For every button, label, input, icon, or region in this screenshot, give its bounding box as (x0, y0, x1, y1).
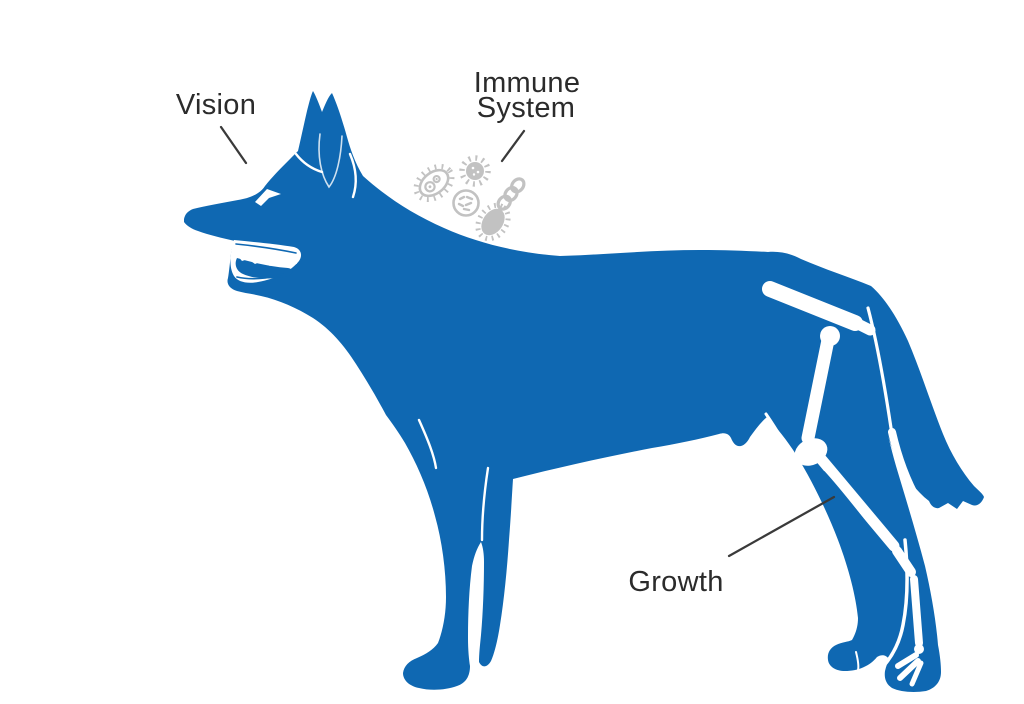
toe-bone (909, 660, 924, 687)
immune-system-label: Immune System (474, 67, 581, 124)
hock-bone (892, 546, 916, 577)
dog-silhouette (184, 91, 984, 692)
bacteria-chain-icon (496, 177, 526, 211)
vision-pointer-line (219, 125, 248, 165)
fibula-line (823, 471, 889, 552)
toe-bone (895, 652, 919, 669)
growth-pointer-line (727, 495, 836, 558)
pelvis-bone (762, 281, 863, 331)
hind-leg-front-seam (764, 412, 855, 629)
upper-lip-line (235, 243, 297, 254)
growth-label: Growth (628, 566, 723, 598)
immune-system-icons (413, 155, 526, 242)
front-legs-seam (480, 466, 490, 542)
tail-thigh-seam (866, 306, 893, 430)
dog-nose-icon (186, 227, 197, 237)
ankle-joint (914, 644, 924, 654)
immune-system-label-line2: System (477, 92, 576, 124)
virus-icon (459, 155, 491, 187)
tibia-bone (816, 454, 900, 552)
hip-socket-line (817, 323, 841, 337)
dog-figure (184, 91, 984, 692)
femur-bone (801, 333, 835, 445)
immune-system-label-line1: Immune (474, 67, 581, 99)
pelvis-knob (844, 314, 876, 336)
shoulder-crease-line (417, 418, 438, 470)
bacteria-colony-dish-icon (452, 189, 480, 217)
ear-inner-line (318, 133, 343, 189)
ciliate-bacterium-icon (413, 163, 455, 203)
tail-leg-gap (888, 428, 922, 505)
front-ear-base-line (294, 152, 324, 174)
metatarsus-bone (910, 575, 923, 647)
hind-leg-skeleton (762, 281, 924, 687)
lower-lip-line (236, 273, 284, 280)
dog-eye (255, 189, 281, 206)
toe-bone (897, 658, 921, 681)
hind-toe-line (855, 651, 860, 671)
annotations: Vision Immune System Growth (176, 67, 836, 598)
vision-label: Vision (176, 89, 256, 121)
dog-tongue (235, 258, 293, 279)
dog-teeth (236, 247, 297, 266)
immune-pointer-line (500, 129, 526, 163)
dog-mouth (230, 240, 302, 283)
behind-ear-line (348, 152, 358, 199)
